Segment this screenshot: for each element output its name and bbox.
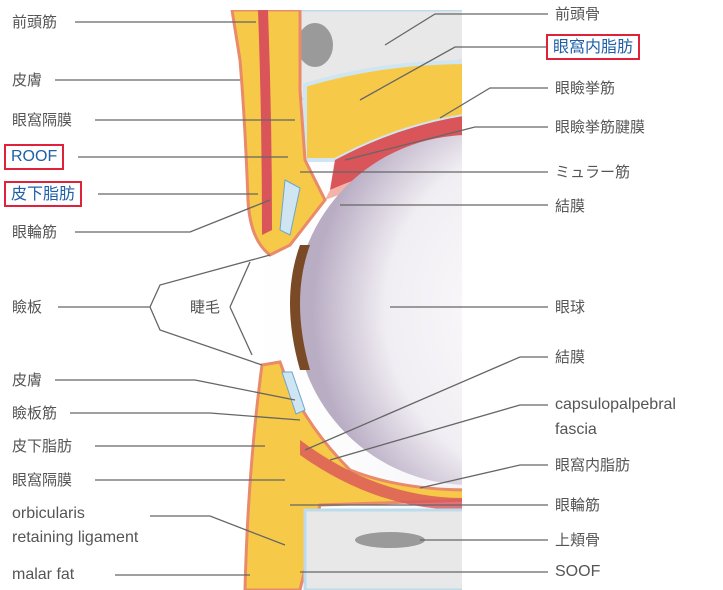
lower-retractor — [300, 440, 462, 510]
label-levator-aponeurosis: 眼瞼挙筋腱膜 — [555, 118, 646, 136]
label-tarsus: 瞼板 — [12, 298, 43, 316]
lower-tarsus — [281, 371, 306, 415]
frontal-sinus — [297, 23, 333, 67]
label-septum-upper: 眼窩隔膜 — [12, 111, 73, 129]
label-orbital-fat-upper: 眼窩内脂肪 — [546, 34, 641, 60]
label-zygoma: 上頬骨 — [555, 531, 601, 549]
label-septum-lower: 眼窩隔膜 — [12, 471, 73, 489]
label-orbicularis-lower: 眼輪筋 — [555, 496, 601, 514]
label-subcutaneous-fat-lower: 皮下脂肪 — [12, 437, 73, 455]
zygomatic-bone — [303, 508, 462, 590]
bone-cavity — [355, 532, 425, 548]
upper-tarsus — [279, 179, 301, 236]
label-malar-fat: malar fat — [12, 566, 75, 583]
label-orl-line2: retaining ligament — [12, 529, 139, 546]
label-eyeball: 眼球 — [555, 298, 586, 316]
eyeball — [295, 135, 462, 485]
label-conjunctiva-upper: 結膜 — [555, 197, 586, 215]
label-soof: SOOF — [555, 563, 601, 580]
label-skin-upper: 皮膚 — [12, 71, 43, 89]
label-orl-line1: orbicularis — [12, 505, 85, 522]
label-skin-lower: 皮膚 — [12, 371, 43, 389]
label-frontal-bone: 前頭骨 — [555, 5, 601, 23]
label-frontalis: 前頭筋 — [12, 13, 58, 31]
label-cpf-line1: capsulopalpebral — [555, 396, 676, 413]
orbicularis-upper — [258, 10, 272, 235]
label-eyelashes: 睫毛 — [190, 298, 221, 316]
label-tarsal-muscle: 瞼板筋 — [12, 404, 58, 422]
label-subcutaneous-fat-upper: 皮下脂肪 — [4, 181, 83, 207]
iris — [290, 245, 310, 370]
label-orbital-fat-lower: 眼窩内脂肪 — [555, 456, 631, 474]
label-orbicularis-upper: 眼輪筋 — [12, 223, 58, 241]
label-muller: ミュラー筋 — [555, 163, 631, 181]
label-conjunctiva-lower: 結膜 — [555, 348, 586, 366]
label-roof: ROOF — [4, 144, 65, 170]
label-levator: 眼瞼挙筋 — [555, 79, 616, 97]
leader-lines — [55, 13, 548, 576]
label-cpf-line2: fascia — [555, 421, 597, 438]
